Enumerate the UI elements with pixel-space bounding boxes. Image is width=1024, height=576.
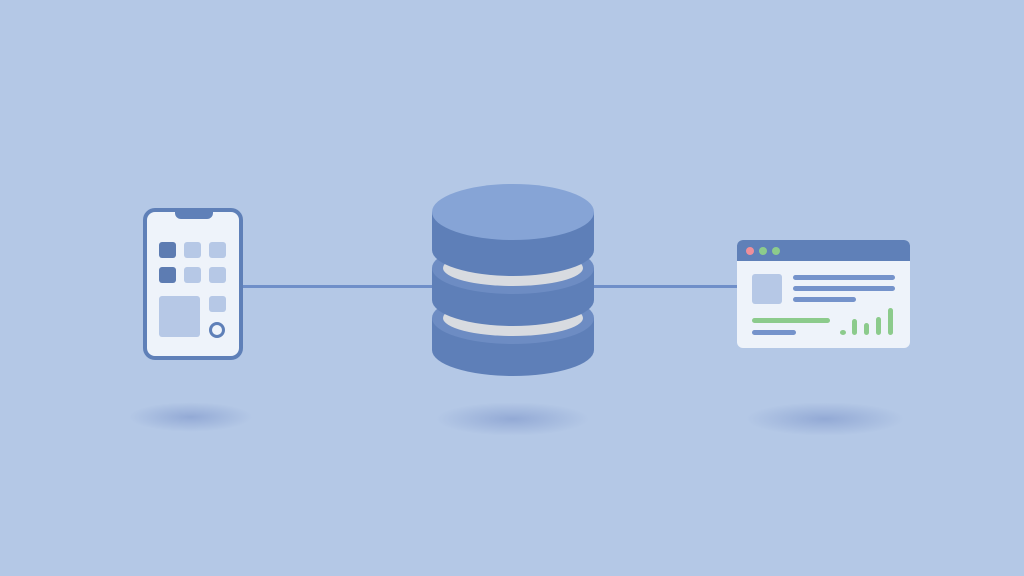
database-disc-top	[432, 184, 594, 276]
progress-line	[752, 318, 830, 323]
chart-bar	[852, 319, 857, 335]
browser-shadow	[745, 402, 905, 436]
minimize-dot	[759, 247, 767, 255]
text-line	[752, 330, 796, 335]
app-tile	[209, 296, 226, 312]
database-shadow	[435, 402, 590, 436]
image-placeholder	[752, 274, 782, 304]
widget-tile	[159, 296, 200, 337]
app-tile	[209, 267, 226, 283]
app-tile	[184, 242, 201, 258]
phone-notch	[175, 211, 213, 219]
close-dot	[746, 247, 754, 255]
app-tile	[159, 267, 176, 283]
connector-left	[238, 285, 438, 288]
browser-dashboard-icon	[737, 240, 910, 348]
database-icon	[432, 184, 594, 376]
browser-title-bar	[737, 240, 910, 261]
app-tile	[209, 242, 226, 258]
chart-bar	[864, 323, 869, 335]
maximize-dot	[772, 247, 780, 255]
text-line	[793, 275, 895, 280]
text-line	[793, 286, 895, 291]
chart-bar	[840, 330, 846, 335]
phone-shadow	[128, 402, 253, 432]
app-tile	[159, 242, 176, 258]
chart-bar	[888, 308, 893, 335]
home-button-icon	[209, 322, 225, 338]
connector-right	[588, 285, 740, 288]
text-line	[793, 297, 856, 302]
chart-bar	[876, 317, 881, 335]
app-tile	[184, 267, 201, 283]
mobile-phone-icon	[143, 208, 243, 360]
